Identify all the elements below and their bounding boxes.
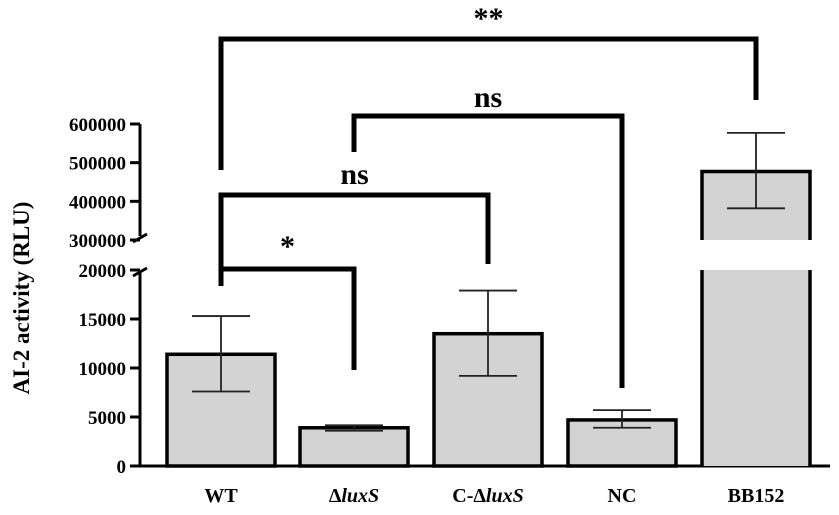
x-tick-label: BB152 xyxy=(728,485,785,507)
bar xyxy=(432,331,544,468)
y-axis-label: AI-2 activity (RLU) xyxy=(9,202,34,395)
x-tick-label-gene: luxS xyxy=(341,485,379,507)
y-tick-label: 20000 xyxy=(79,261,127,282)
significance-label: ns xyxy=(340,158,368,191)
significance-label: * xyxy=(280,230,295,263)
y-tick-label: 600000 xyxy=(69,115,126,136)
x-tick-label: WT xyxy=(204,485,238,507)
significance-bracket xyxy=(351,113,625,388)
bar xyxy=(298,426,410,468)
significance-bracket xyxy=(218,36,759,170)
x-tick-label-gene: luxS xyxy=(486,485,524,507)
y-tick-label: 10000 xyxy=(79,359,127,380)
significance-label: ns xyxy=(474,81,502,114)
y-tick-label: 400000 xyxy=(69,192,126,213)
x-tick-label-text: BB152 xyxy=(728,485,785,507)
error-bars xyxy=(192,131,785,432)
x-tick-label: ΔluxS xyxy=(329,485,379,507)
y-tick-label: 0 xyxy=(117,457,127,478)
x-tick-label: NC xyxy=(608,485,637,507)
x-tick-label: C-ΔluxS xyxy=(452,485,523,507)
y-tick-label: 300000 xyxy=(69,231,126,252)
y-tick-label: 500000 xyxy=(69,154,126,175)
significance-label: ** xyxy=(474,2,504,35)
x-tick-label-prefix: Δ xyxy=(329,485,342,507)
bar-outline xyxy=(700,270,812,466)
axis-break-mark xyxy=(132,266,148,278)
x-tick-label-text: NC xyxy=(608,485,637,507)
bar xyxy=(165,352,277,468)
y-tick-label: 15000 xyxy=(79,310,127,331)
tick-labels: 0 5000 10000 15000 20000 300000 400000 500000 60… xyxy=(69,115,784,507)
significance-brackets: * ns ns ** xyxy=(218,2,759,388)
bar xyxy=(702,270,810,466)
y-tick-label: 5000 xyxy=(88,408,126,429)
significance-bracket xyxy=(218,192,491,286)
x-tick-label-text: WT xyxy=(204,485,238,507)
x-tick-label-prefix: C-Δ xyxy=(452,485,486,507)
